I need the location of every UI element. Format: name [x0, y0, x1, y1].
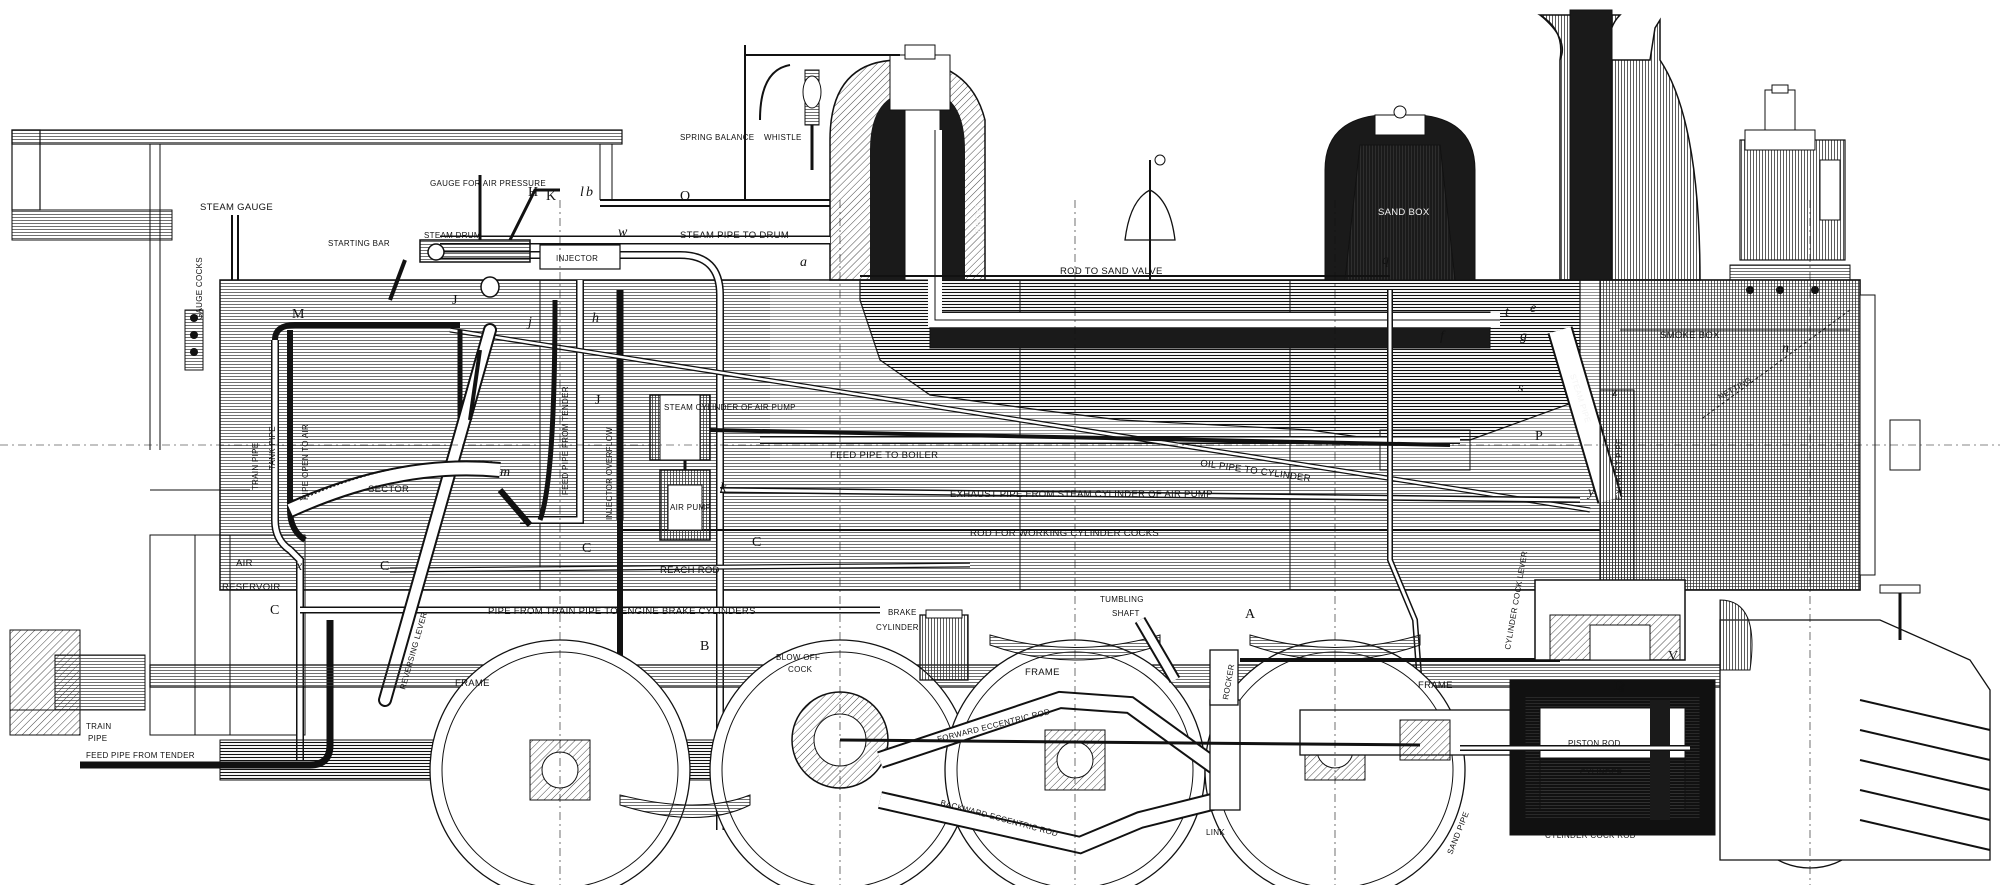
letter-P: P	[1535, 429, 1543, 444]
letter-J-2: J	[595, 393, 601, 408]
label-steam-drum: STEAM DRUM	[424, 231, 481, 240]
letter-C-2: C	[582, 541, 591, 556]
letter-m: m	[500, 465, 510, 480]
letter-J-1: J	[452, 293, 458, 308]
label-rod-to-sand-valve: ROD TO SAND VALVE	[1060, 266, 1163, 277]
label-pipe-open-to-air: PIPE OPEN TO AIR	[301, 424, 310, 500]
label-train-pipe-2: PIPE	[88, 734, 107, 743]
dome	[600, 44, 1500, 327]
label-pipe-from-train-pipe: PIPE FROM TRAIN PIPE TO ENGINE BRAKE CYL…	[488, 606, 756, 617]
label-whistle: WHISTLE	[764, 133, 802, 142]
letter-O: O	[680, 189, 690, 204]
label-sand-box: SAND BOX	[1378, 207, 1430, 218]
letter-g: g	[1520, 329, 1527, 344]
reversing-lever	[286, 323, 533, 707]
sand-box	[1324, 105, 1476, 281]
letter-A: A	[1245, 607, 1256, 622]
label-train-pipe-1: TRAIN	[86, 722, 112, 731]
label-reach-rod: REACH ROD	[660, 565, 720, 576]
label-exhaust-pipe-from-steam-cylinder: EXHAUST PIPE FROM STEAM CYLINDER OF AIR …	[950, 489, 1213, 500]
label-brake-cylinder-2: CYLINDER	[876, 623, 919, 632]
label-steam-gauge: STEAM GAUGE	[200, 202, 273, 213]
label-gauge-cocks: GAUGE COCKS	[195, 257, 204, 320]
letter-V: V	[1668, 649, 1678, 664]
label-blow-off-cock-2: COCK	[788, 665, 813, 674]
letter-n: n	[1782, 341, 1789, 356]
letter-w: w	[618, 225, 628, 240]
letter-y: y	[1586, 485, 1595, 500]
letter-k: k	[720, 481, 727, 496]
label-sector: SECTOR	[368, 484, 409, 495]
label-steam-cylinder-of-air-pump: STEAM CYLINDER OF AIR PUMP	[664, 403, 796, 412]
letter-q: q	[1382, 253, 1389, 268]
letter-C-3: C	[752, 535, 761, 550]
label-smoke-box: SMOKE BOX	[1660, 330, 1720, 341]
label-exhaust-pipe: EXHAUST PIPE	[1615, 438, 1624, 500]
headlamp	[1729, 84, 1851, 294]
label-cylinder: CYLINDER	[1580, 768, 1623, 777]
label-rod-for-working-cylinder-cocks: ROD FOR WORKING CYLINDER COCKS	[970, 528, 1159, 539]
label-blow-off-cock-1: BLOW OFF	[776, 653, 820, 662]
label-tumbling-shaft-1: TUMBLING	[1100, 595, 1144, 604]
label-steam-pipe-to-drum: STEAM PIPE TO DRUM	[680, 230, 789, 241]
label-injector-overflow: INJECTOR OVERFLOW	[605, 427, 614, 520]
letter-x: x	[295, 559, 303, 574]
label-frame-2: FRAME	[1025, 667, 1060, 678]
letter-B: B	[700, 639, 709, 654]
label-frame-3: FRAME	[1418, 680, 1453, 691]
label-cylinder-cock-rod: CYLINDER COCK ROD	[1545, 831, 1636, 840]
letter-C-4: C	[270, 603, 279, 618]
air-pump	[649, 394, 1451, 541]
letter-C-1: C	[380, 559, 389, 574]
bell	[1124, 154, 1176, 280]
label-air-reservoir-2: RESERVOIR	[222, 582, 281, 593]
letter-D: D	[1614, 679, 1624, 694]
letter-H: H	[528, 185, 538, 200]
label-train-pipe-vertical: TRAIN PIPE	[251, 443, 260, 490]
label-injector: INJECTOR	[556, 254, 598, 263]
label-air-reservoir-1: AIR	[236, 558, 253, 569]
letter-K: K	[546, 189, 556, 204]
steam-drum-assembly	[388, 175, 621, 301]
letter-z: z	[1611, 385, 1618, 400]
letter-d: d	[1618, 681, 1626, 696]
label-starting-bar: STARTING BAR	[328, 239, 390, 248]
letter-f: f	[1440, 329, 1446, 344]
label-dome: DOME	[972, 205, 983, 235]
label-feed-pipe-from-tender-vertical: FEED PIPE FROM TENDER	[561, 386, 570, 495]
label-tank-pipe: TANK PIPE	[268, 426, 277, 470]
label-air-pump: AIR PUMP	[670, 503, 711, 512]
label-gauge-for-air-pressure: GAUGE FOR AIR PRESSURE	[430, 179, 546, 188]
label-frame-1: FRAME	[455, 678, 490, 689]
letter-h: h	[592, 311, 599, 326]
label-tumbling-shaft-2: SHAFT	[1112, 609, 1140, 618]
label-spring-balance: SPRING BALANCE	[680, 133, 754, 142]
label-link: LINK	[1206, 828, 1225, 837]
cab	[9, 129, 623, 736]
letter-j: j	[526, 315, 532, 330]
letter-s: s	[1518, 381, 1524, 396]
label-brake-cylinder-1: BRAKE	[888, 608, 917, 617]
letter-t: t	[1505, 305, 1510, 320]
springs-and-rods	[619, 609, 1560, 855]
centerlines	[0, 200, 2000, 885]
pipework	[80, 235, 1635, 830]
letter-M: M	[292, 307, 305, 322]
label-feed-pipe-from-tender: FEED PIPE FROM TENDER	[86, 751, 195, 760]
label-piston-rod: PISTON ROD	[1568, 739, 1621, 748]
letter-l: l	[580, 185, 584, 200]
letter-e: e	[1530, 301, 1536, 316]
letter-a: a	[800, 255, 807, 270]
cylinder-assembly	[1460, 579, 1716, 836]
label-feed-pipe-to-boiler: FEED PIPE TO BOILER	[830, 450, 938, 461]
letter-b: b	[586, 185, 593, 200]
pilot	[1719, 584, 1991, 861]
reference-letters: H K M O J J C C C C B A P V D a b d e f …	[270, 185, 1789, 696]
smokestack	[1537, 9, 1701, 281]
